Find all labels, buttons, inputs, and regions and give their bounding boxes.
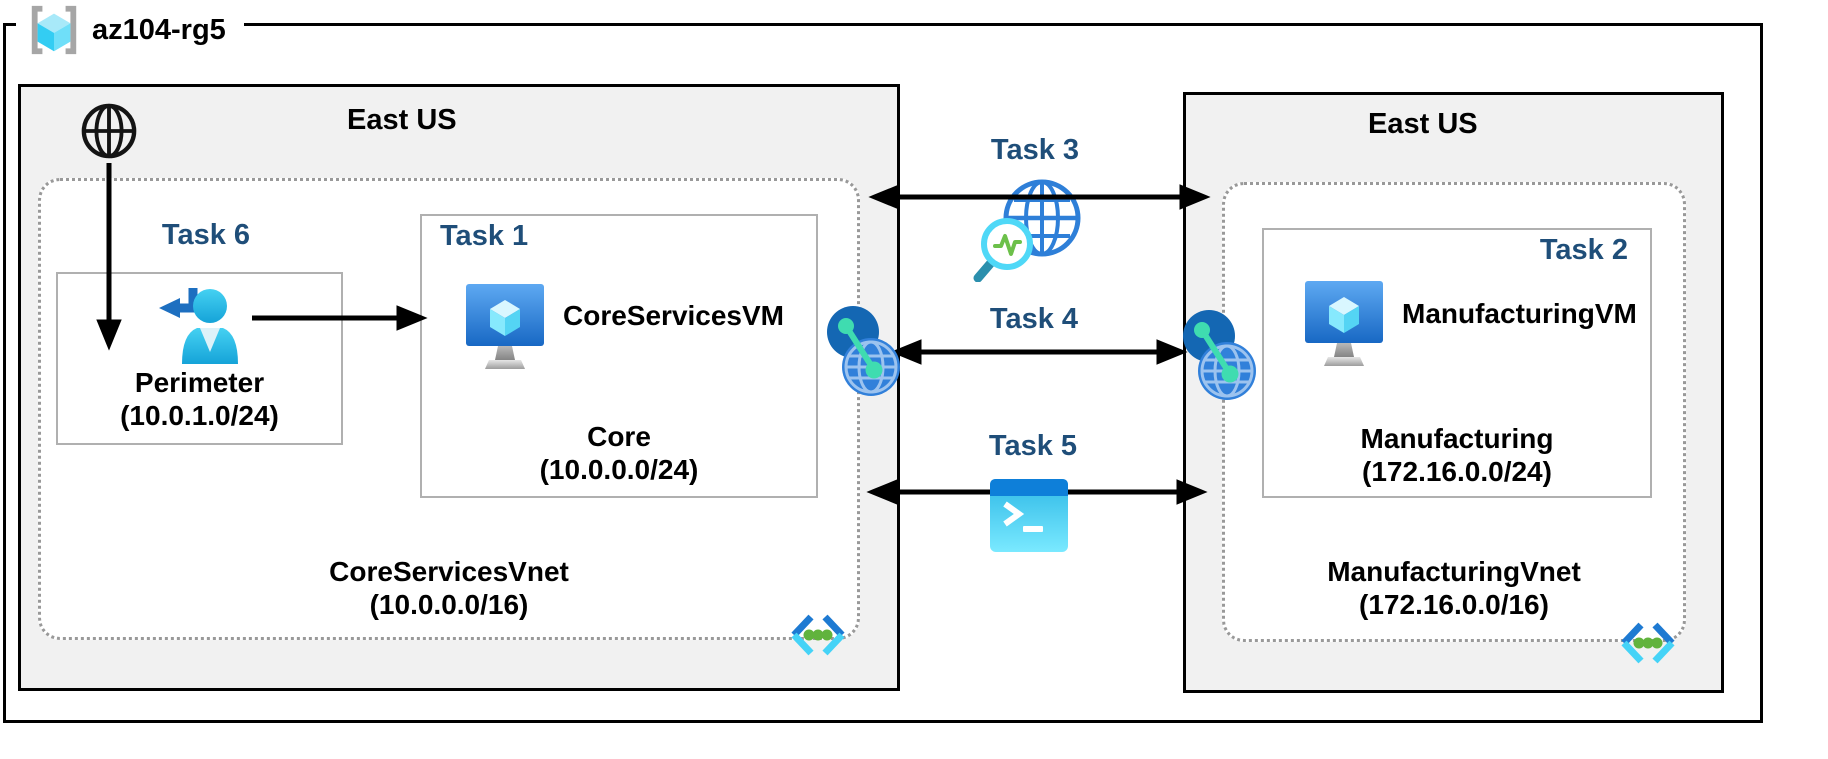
user-return-icon [150,282,250,366]
manufacturing-vnet-cidr: (172.16.0.0/16) [1359,589,1549,620]
virtual-network-icon [786,610,850,660]
region-box-right: East US Task 2 ManufacturingVM Manufactu… [1183,92,1724,693]
task2-label: Task 2 [1539,234,1628,266]
region-title-left: East US [347,104,457,136]
manufacturing-vm-name: ManufacturingVM [1402,298,1637,329]
core-subnet-cidr: (10.0.0.0/24) [539,454,699,485]
virtual-machine-icon [1302,278,1386,380]
network-watcher-icon [972,170,1106,282]
virtual-network-icon [1616,618,1680,668]
manufacturing-vnet-name: ManufacturingVnet [1327,556,1581,587]
region-title-right: East US [1368,108,1478,140]
task3-label: Task 3 [990,134,1080,166]
task4-label: Task 4 [989,303,1079,335]
core-vm-name: CoreServicesVM [563,300,785,331]
cloud-shell-icon [989,478,1069,553]
task5-label: Task 5 [988,430,1078,462]
task6-label: Task 6 [161,219,251,251]
vnet-peering-icon [1182,309,1256,405]
manufacturing-subnet-name: Manufacturing [1360,423,1554,454]
core-subnet-box: Task 1 CoreServicesVM Core (10.0.0.0/24) [420,214,818,498]
perimeter-subnet-name: Perimeter [134,367,265,398]
task1-label: Task 1 [440,220,529,252]
perimeter-subnet-box: Perimeter (10.0.1.0/24) [56,272,343,445]
core-vnet-cidr: (10.0.0.0/16) [369,589,529,620]
resource-group-name: az104-rg5 [92,13,226,46]
region-box-left: East US Task 6 Perimeter (10.0.1.0/24) T… [18,84,900,691]
manufacturing-subnet-box: Task 2 ManufacturingVM Manufacturing (17… [1262,228,1652,498]
resource-group-icon [26,2,82,58]
core-subnet-name: Core [587,421,651,452]
vnet-boundary-manufacturing: Task 2 ManufacturingVM Manufacturing (17… [1222,182,1686,642]
perimeter-subnet-cidr: (10.0.1.0/24) [120,400,279,431]
vnet-boundary-core: Task 6 Perimeter (10.0.1.0/24) Task 1 Co… [38,178,860,640]
resource-group-label: az104-rg5 [16,0,244,60]
vnet-peering-icon [826,305,900,401]
manufacturing-subnet-cidr: (172.16.0.0/24) [1362,456,1552,487]
virtual-machine-icon [463,281,547,383]
internet-globe-icon [80,102,138,160]
core-vnet-name: CoreServicesVnet [329,556,569,587]
